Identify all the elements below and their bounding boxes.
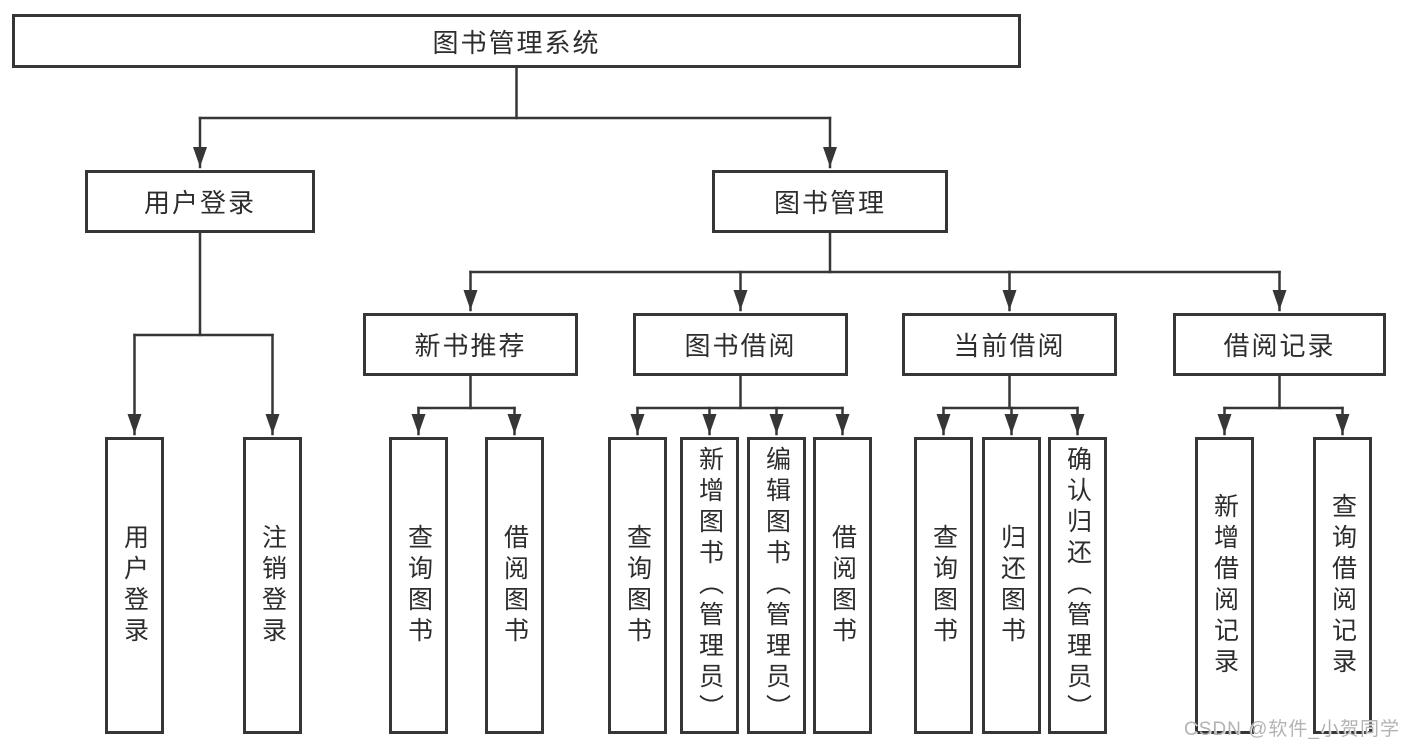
node-user-login-label: 用户登录 (143, 188, 256, 218)
leaf-query-books-current: 查询图书 (914, 437, 973, 734)
leaf-add-borrow-record: 新增借阅记录 (1195, 437, 1254, 734)
leaf-add-books-admin-label: 新增图书（管理员） (695, 446, 724, 725)
node-root-label: 图书管理系统 (432, 27, 601, 58)
csdn-watermark: CSDN @软件_小贺同学 (1184, 719, 1400, 740)
node-book-management-label: 图书管理 (773, 188, 886, 218)
connector-user-login (127, 231, 280, 436)
leaf-edit-books-admin-label: 编辑图书（管理员） (762, 446, 791, 725)
connector-book-borrow (630, 373, 850, 436)
node-book-borrow-label: 图书借阅 (684, 331, 797, 361)
leaf-query-books-borrow: 查询图书 (608, 437, 667, 734)
leaf-logout-label: 注销登录 (258, 523, 287, 648)
leaf-return-books-label: 归还图书 (997, 523, 1026, 648)
connector-root (193, 66, 837, 169)
leaf-user-login: 用户登录 (105, 437, 164, 734)
connector-borrow-records (1217, 373, 1350, 436)
leaf-query-borrow-record-label: 查询借阅记录 (1328, 492, 1357, 679)
leaf-borrow-books-recommend: 借阅图书 (485, 437, 544, 734)
leaf-user-login-label: 用户登录 (120, 523, 149, 648)
node-root: 图书管理系统 (12, 14, 1021, 68)
leaf-return-books: 归还图书 (982, 437, 1041, 734)
connector-book-management (463, 231, 1287, 312)
node-book-management: 图书管理 (712, 170, 948, 233)
leaf-confirm-return-admin-label: 确认归还（管理员） (1063, 446, 1092, 725)
leaf-logout: 注销登录 (243, 437, 302, 734)
leaf-query-books-recommend: 查询图书 (389, 437, 448, 734)
leaf-add-books-admin: 新增图书（管理员） (680, 437, 739, 734)
node-current-borrow-label: 当前借阅 (953, 331, 1066, 361)
connector-current-borrow (936, 373, 1085, 436)
connector-new-book-recommend (411, 373, 522, 436)
node-user-login: 用户登录 (85, 170, 315, 233)
leaf-confirm-return-admin: 确认归还（管理员） (1048, 437, 1107, 734)
leaf-edit-books-admin: 编辑图书（管理员） (747, 437, 806, 734)
leaf-borrow-books-label: 借阅图书 (828, 523, 857, 648)
node-book-borrow: 图书借阅 (633, 313, 848, 376)
leaf-query-borrow-record: 查询借阅记录 (1313, 437, 1372, 734)
leaf-borrow-books: 借阅图书 (813, 437, 872, 734)
leaf-query-books-current-label: 查询图书 (929, 523, 958, 648)
node-new-book-recommend: 新书推荐 (363, 313, 578, 376)
node-current-borrow: 当前借阅 (902, 313, 1117, 376)
node-new-book-recommend-label: 新书推荐 (414, 331, 527, 361)
node-borrow-records: 借阅记录 (1173, 313, 1386, 376)
leaf-borrow-books-recommend-label: 借阅图书 (500, 523, 529, 648)
leaf-add-borrow-record-label: 新增借阅记录 (1210, 492, 1239, 679)
leaf-query-books-borrow-label: 查询图书 (623, 523, 652, 648)
node-borrow-records-label: 借阅记录 (1223, 331, 1336, 361)
leaf-query-books-recommend-label: 查询图书 (404, 523, 433, 648)
